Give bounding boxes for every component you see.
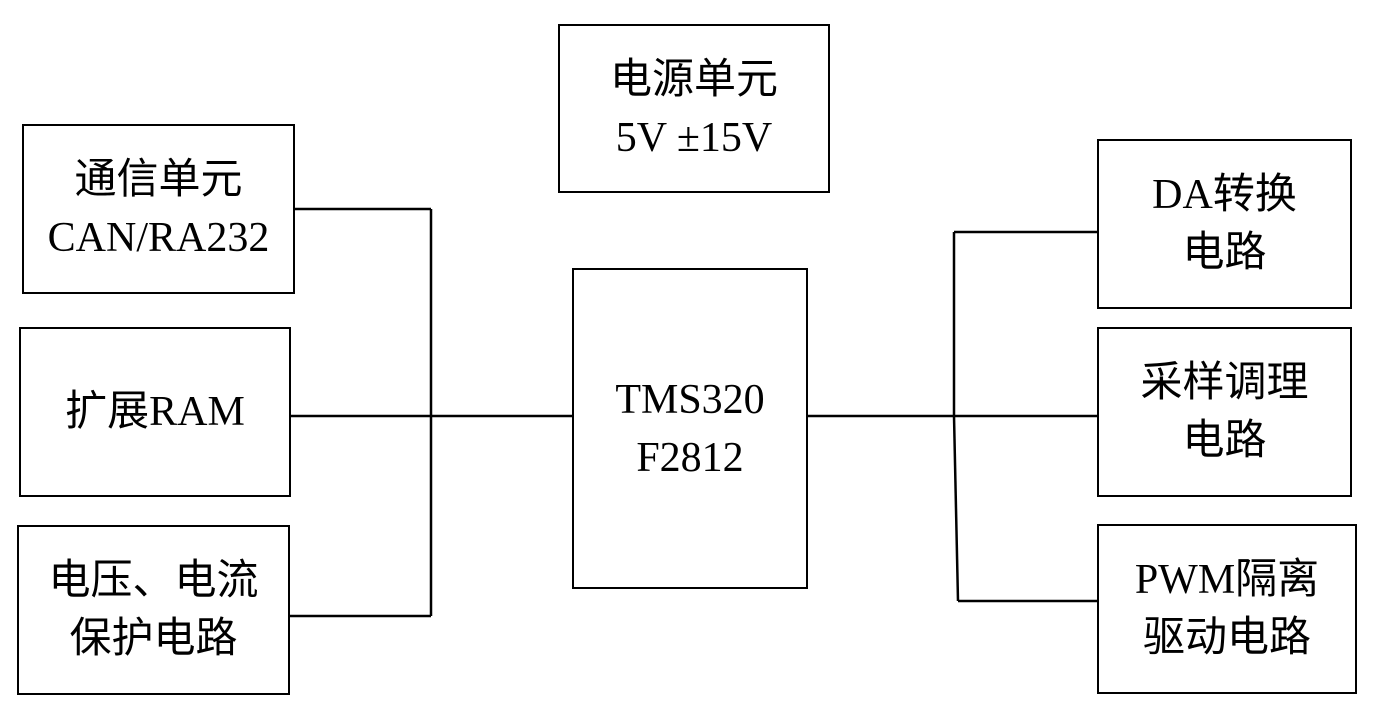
da-conversion-title: DA转换: [1152, 172, 1297, 218]
cpu-model-line1: TMS320: [615, 376, 765, 423]
da-conversion-block: DA转换 电路: [1097, 139, 1352, 309]
cpu-block: TMS320 F2812: [572, 268, 808, 589]
protection-title: 电压、电流: [48, 558, 259, 604]
protection-circuit-label: 保护电路: [69, 616, 238, 662]
power-unit-title: 电源单元: [609, 56, 778, 103]
communication-unit-protocol: CAN/RA232: [47, 215, 270, 261]
pwm-isolation-drive-block: PWM隔离 驱动电路: [1097, 524, 1357, 694]
right-bus-vertical-lower: [952, 415, 960, 602]
communication-unit-title: 通信单元: [74, 157, 243, 203]
communication-unit-block: 通信单元 CAN/RA232: [22, 124, 295, 294]
pwm-isolation-title: PWM隔离: [1134, 557, 1320, 603]
sampling-conditioning-block: 采样调理 电路: [1097, 327, 1352, 497]
pwm-drive-circuit: 驱动电路: [1142, 615, 1311, 661]
extended-ram-label: 扩展RAM: [65, 389, 245, 435]
da-conversion-circuit: 电路: [1182, 230, 1267, 276]
cpu-model-line2: F2812: [636, 434, 744, 481]
power-unit-voltage: 5V ±15V: [615, 114, 773, 161]
power-unit-block: 电源单元 5V ±15V: [558, 24, 830, 193]
extended-ram-block: 扩展RAM: [19, 327, 291, 497]
sampling-conditioning-title: 采样调理: [1140, 360, 1309, 406]
sampling-conditioning-circuit: 电路: [1182, 418, 1267, 464]
voltage-current-protection-block: 电压、电流 保护电路: [17, 525, 290, 695]
